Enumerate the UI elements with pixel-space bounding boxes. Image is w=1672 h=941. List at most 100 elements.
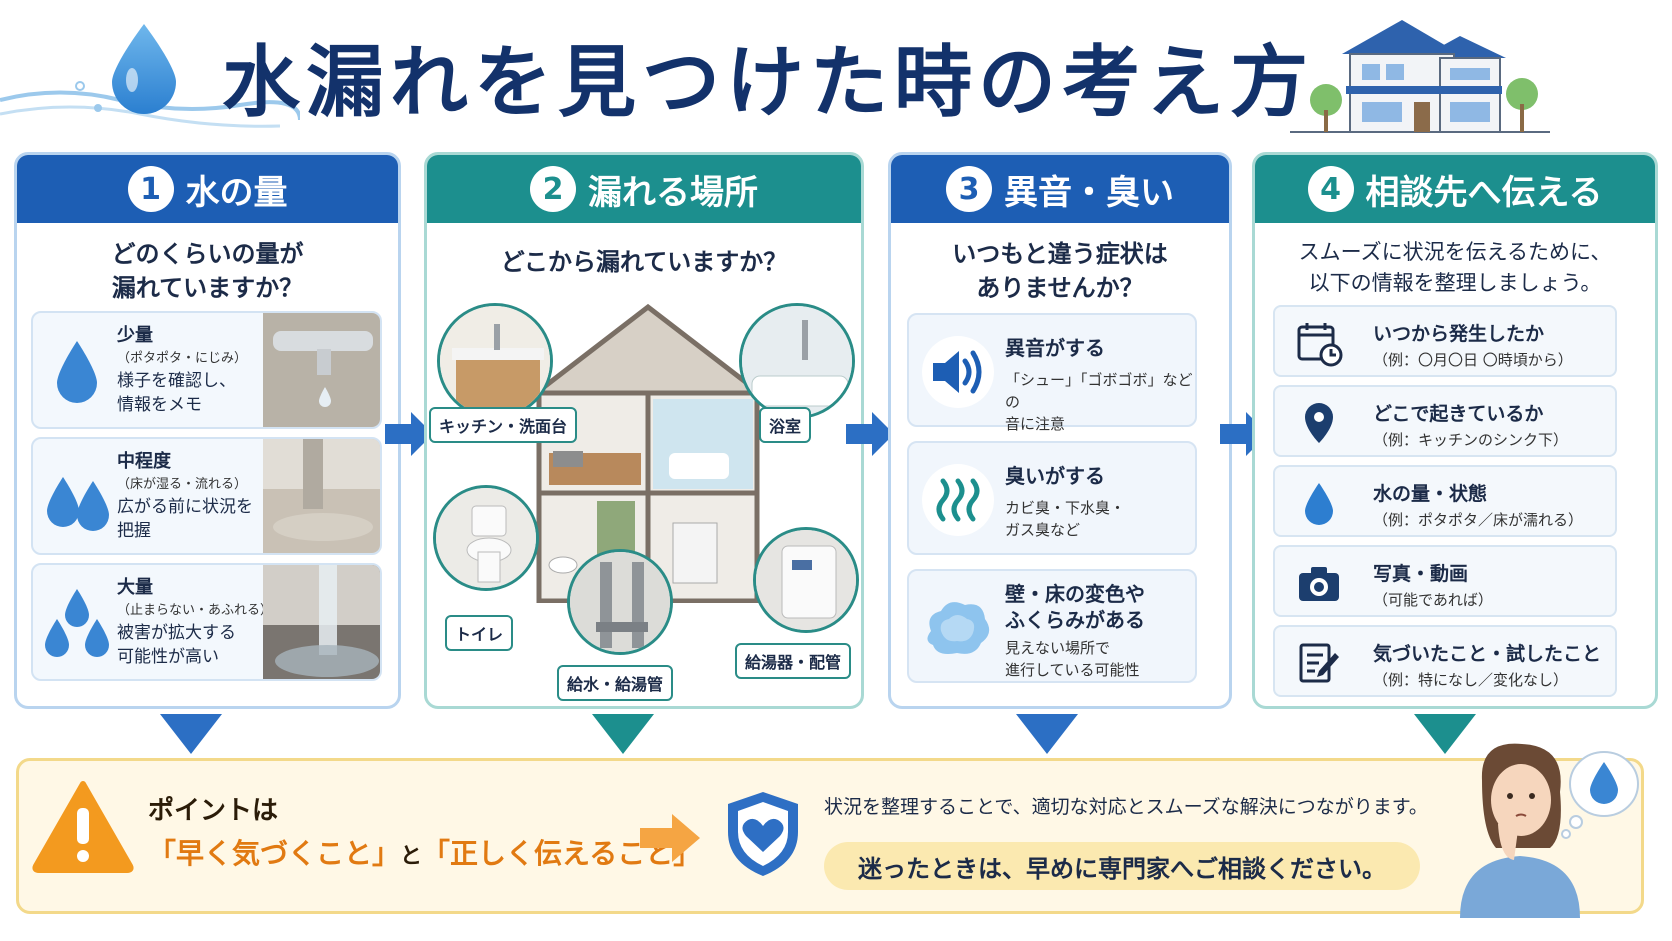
amount-detail: （床が湿る・流れる） [117,477,248,492]
amount-action: 広がる前に状況を 把握 [117,497,253,541]
panel-symptoms-title: 異音・臭い [1004,172,1174,213]
info-title: 写真・動画 [1373,563,1469,585]
stain-icon [927,602,990,654]
panel-amount-title: 水の量 [185,172,288,213]
panel-symptoms-question: いつもと違う症状は ありませんか？ [952,240,1168,302]
location-label-kitchen: キッチン・洗面台 [429,407,578,443]
water-pipe-circle [567,549,673,655]
panel-amount: 1 水の量 どのくらいの量が 漏れていますか？ 少量 （ポタポタ・にじみ） 様子… [14,152,401,709]
symptom-card-noise: 異音がする 「シュー」「ゴボゴボ」などの 音に注意 [907,313,1197,433]
location-label-water-pipe: 給水・給湯管 [557,665,674,701]
arrow-down-icon [592,714,654,754]
kitchen-sink-circle [437,303,553,419]
info-row-amount: 水の量・状態 （例：ポタポタ／床が濡れる） [1273,465,1617,537]
amount-level: 大量 [117,577,153,598]
location-label-water-heater: 給湯器・配管 [735,643,852,679]
info-row-notes: 気づいたこと・試したこと （例：特になし／変化なし） [1273,625,1617,697]
symptom-detail: 見えない場所で 進行している可能性 [1005,639,1140,679]
water-drop-icon [112,24,176,114]
amount-action: 様子を確認し、 情報をメモ [117,371,236,415]
water-drop-icon [1305,483,1333,525]
location-label-bathroom: 浴室 [759,407,812,443]
step-number-badge: 4 [1307,166,1354,212]
panel-report-header: 4 相談先へ伝える [1255,155,1655,223]
triple-drop-icon [45,589,109,657]
symptom-card-stain: 壁・床の変色や ふくらみがある 見えない場所で 進行している可能性 [907,569,1197,683]
toilet-circle [433,485,539,591]
panel-report-question: スムーズに状況を伝えるために、 以下の情報を整理しましょう。 [1298,240,1612,295]
camera-icon [1299,567,1339,601]
double-drop-icon [47,477,109,531]
panel-location-question: どこから漏れていますか？ [500,248,788,276]
calendar-clock-icon [1297,323,1343,367]
point-label: ポイントは [148,796,279,826]
wave-decoration [0,81,300,128]
single-drop-icon [57,341,97,403]
amount-detail: （ポタポタ・にじみ） [117,351,248,366]
info-title: 水の量・状態 [1373,483,1488,505]
info-title: 気づいたこと・試したこと [1373,643,1602,665]
wet-floor-photo [263,439,380,553]
panel-location-title: 漏れる場所 [588,172,758,213]
step-number-badge: 1 [127,166,174,212]
house-illustration [1290,20,1550,133]
point-and: と [400,844,423,869]
amount-action: 被害が拡大する 可能性が高い [117,623,236,667]
amount-card-small: 少量 （ポタポタ・にじみ） 様子を確認し、 情報をメモ [31,311,382,429]
warning-icon [32,781,134,873]
amount-level: 中程度 [117,451,171,472]
point-text: 「早く気づくこと」と「正しく伝えること」 [148,832,701,872]
advice-banner: 迷ったときは、早めに専門家へご相談ください。 [824,842,1420,890]
info-row-where: どこで起きているか （例：キッチンのシンク下） [1273,385,1617,457]
arrow-down-icon [1016,714,1078,754]
amount-card-medium: 中程度 （床が湿る・流れる） 広がる前に状況を 把握 [31,437,382,555]
arrow-right-icon [846,412,894,456]
panel-amount-question: どのくらいの量が 漏れていますか？ [111,240,304,302]
info-detail: （例：キッチンのシンク下） [1373,431,1569,449]
panel-location: 2 漏れる場所 どこから漏れていますか？ キッチン・洗面台 浴室 トイレ 給水・… [424,152,864,709]
arrow-down-icon [1414,714,1476,754]
symptom-detail: 「シュー」「ゴボゴボ」などの 音に注意 [1005,371,1193,433]
info-detail: （例：ポタポタ／床が濡れる） [1373,511,1584,529]
symptom-title: 壁・床の変色や ふくらみがある [1005,582,1145,632]
step-number-badge: 2 [530,166,576,212]
symptom-title: 異音がする [1005,336,1105,360]
arrow-down-icon [160,714,222,754]
bathroom-circle [739,303,855,419]
water-heater-circle [753,527,859,633]
info-detail: （可能であれば） [1373,591,1493,609]
amount-detail: （止まらない・あふれる） [117,603,274,618]
info-row-when: いつから発生したか （例：〇月〇日 〇時頃から） [1273,305,1617,377]
amount-level: 少量 [117,325,153,346]
symptom-card-smell: 臭いがする カビ臭・下水臭・ ガス臭など [907,441,1197,555]
location-pin-icon [1305,403,1333,443]
faucet-photo [263,313,380,427]
panel-symptoms: 3 異音・臭い いつもと違う症状は ありませんか？ 異音がする 「シュー」「ゴボ… [888,152,1232,709]
arrow-right-icon [640,814,700,862]
speaker-icon [922,336,994,408]
info-detail: （例：〇月〇日 〇時頃から） [1373,351,1573,369]
panel-report-title: 相談先へ伝える [1365,172,1603,213]
odor-icon [922,464,994,536]
summary-message: 状況を整理することで、適切な対応とスムーズな解決につながります。 [824,796,1428,818]
panel-amount-header: 1 水の量 [17,155,398,223]
symptom-title: 臭いがする [1005,464,1105,488]
flooding-photo [263,565,380,679]
thinking-person-illustration [1460,743,1639,918]
location-label-toilet: トイレ [445,615,514,651]
notepad-pencil-icon [1299,643,1339,683]
amount-card-large: 大量 （止まらない・あふれる） 被害が拡大する 可能性が高い [31,563,382,681]
step-number-badge: 3 [946,166,992,212]
house-cutaway-illustration [523,303,773,603]
shield-heart-icon [728,792,798,876]
panel-symptoms-header: 3 異音・臭い [891,155,1229,223]
panel-location-header: 2 漏れる場所 [427,155,861,223]
symptom-detail: カビ臭・下水臭・ ガス臭など [1005,499,1126,539]
info-title: いつから発生したか [1373,323,1545,345]
info-detail: （例：特になし／変化なし） [1373,671,1569,689]
page-title: 水漏れを見つけた時の考え方 [222,38,1315,128]
arrow-right-icon [385,412,433,456]
summary-box [16,758,1644,914]
point-a: 「早く気づくこと」 [148,837,401,870]
panel-report: 4 相談先へ伝える スムーズに状況を伝えるために、 以下の情報を整理しましょう。… [1252,152,1658,709]
